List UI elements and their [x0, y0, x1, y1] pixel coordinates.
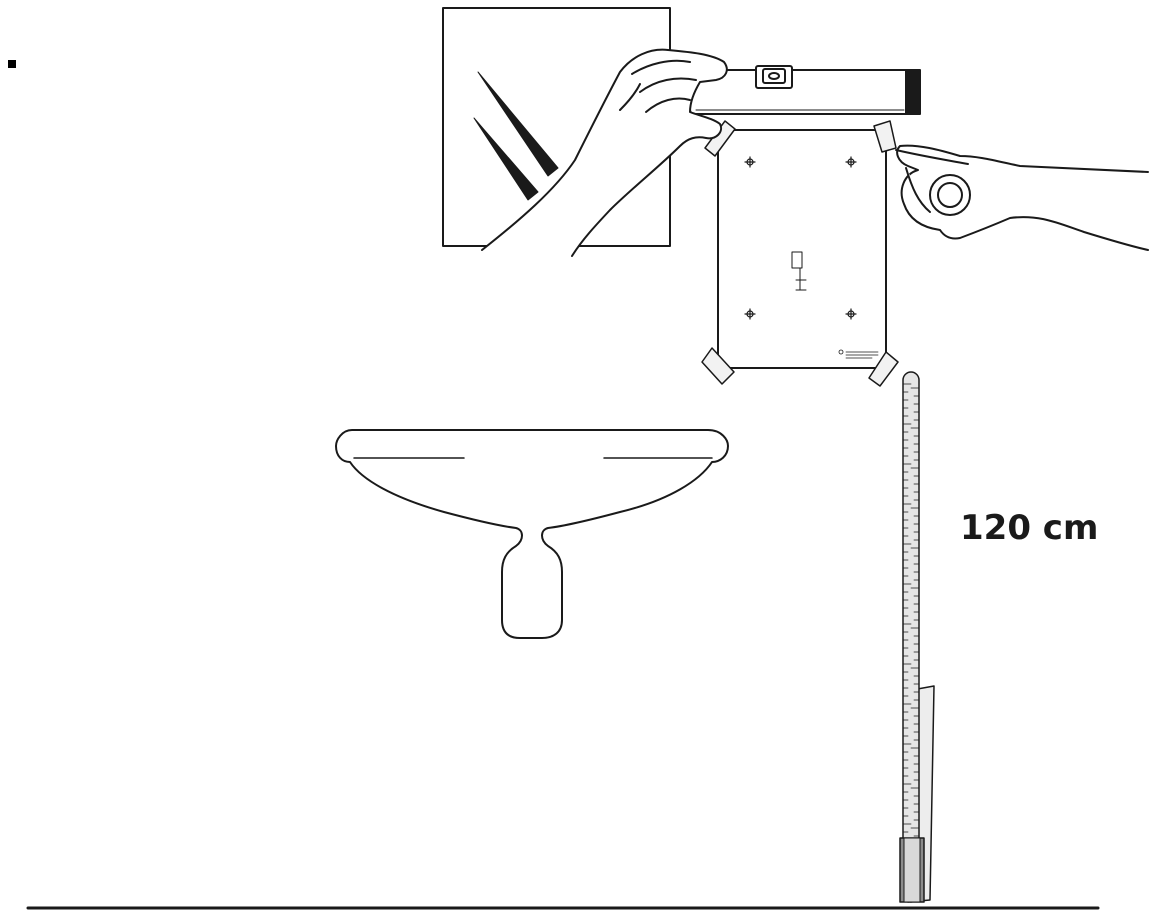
right-hand	[895, 144, 1149, 251]
mounting-template-icon	[717, 129, 887, 369]
adhesive-tape-pieces	[701, 120, 899, 387]
height-label: 120 cm	[960, 508, 1099, 548]
wash-basin-icon	[335, 429, 729, 639]
left-hand	[481, 48, 728, 257]
folding-ruler-icon	[899, 371, 935, 903]
square-bullet-icon	[8, 60, 16, 68]
